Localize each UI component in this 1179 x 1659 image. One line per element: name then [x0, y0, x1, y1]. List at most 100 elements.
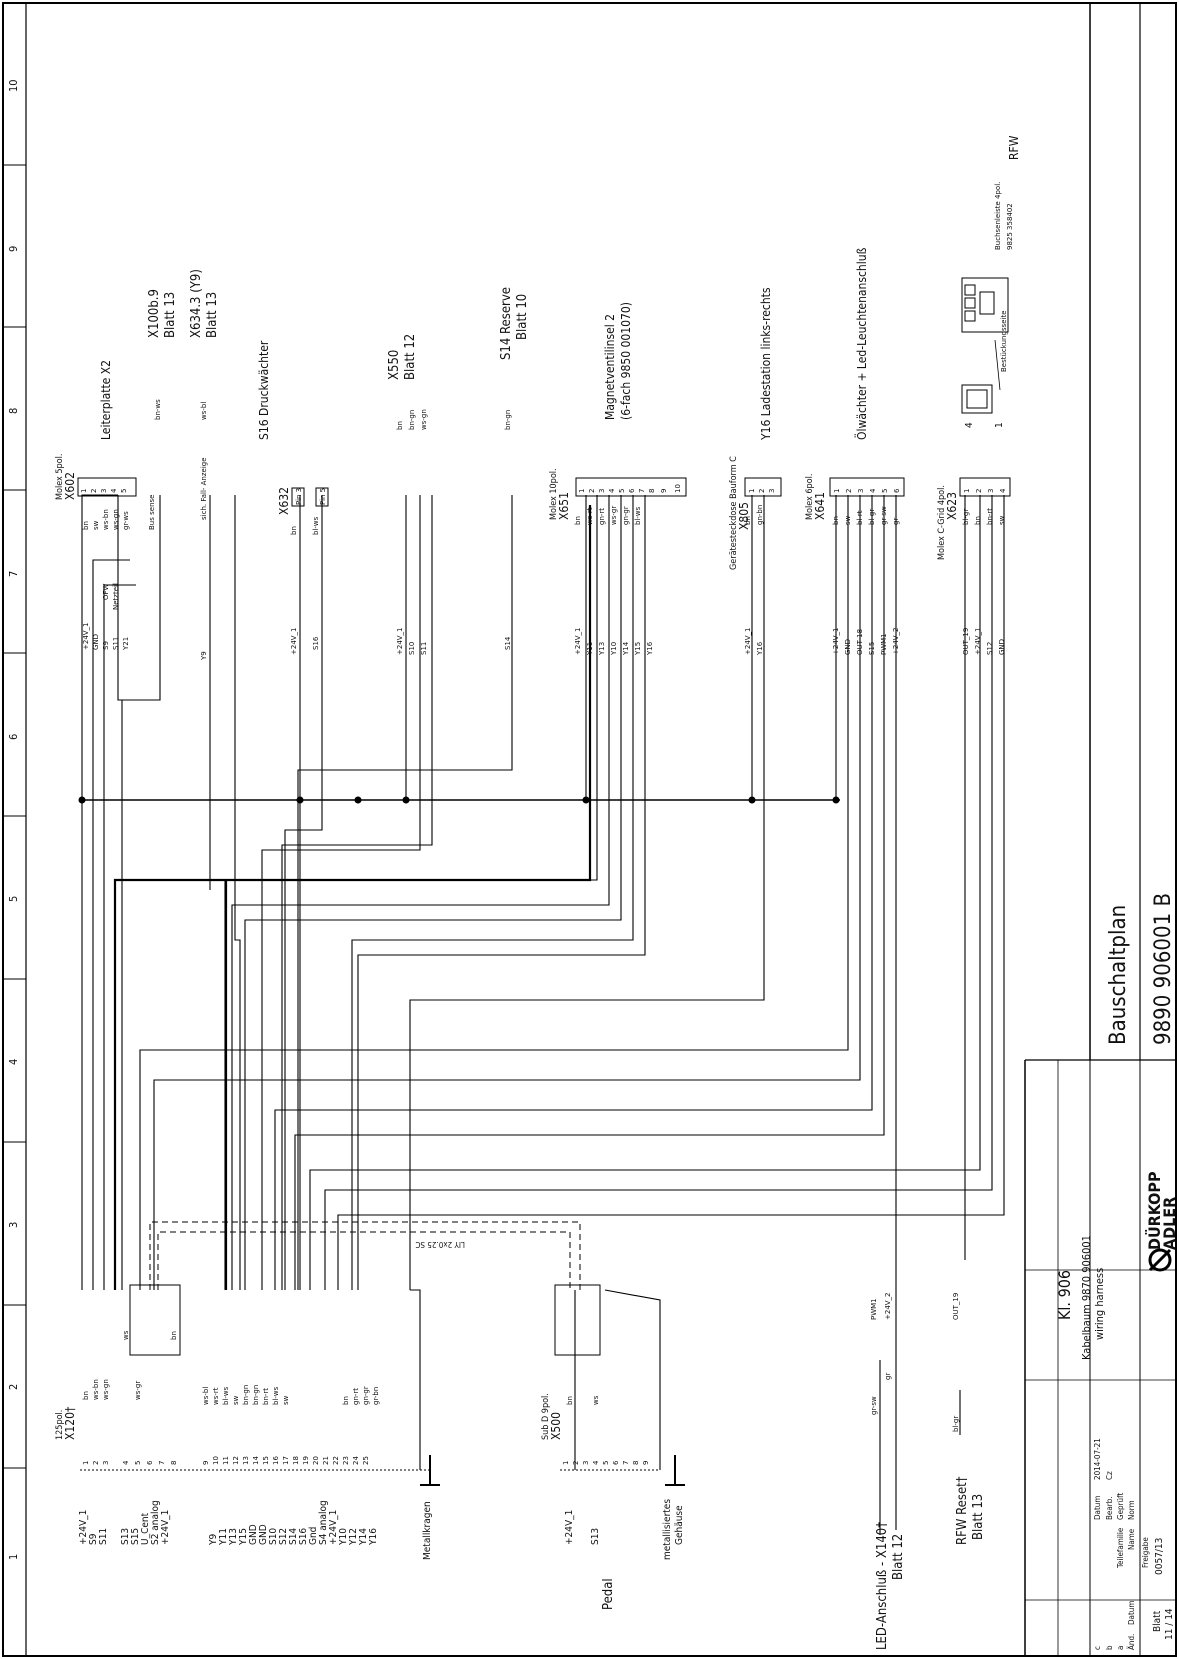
x120-col-12: bn-gn	[252, 1385, 260, 1405]
bearb-label: Bearb.	[1105, 1496, 1114, 1520]
shielded-cable-inner	[157, 1231, 571, 1290]
x651-pin-6: 6	[628, 488, 636, 493]
x805-col-1: bn	[744, 516, 752, 525]
x602-mid-2: Netzteil	[112, 583, 120, 610]
company-logo-icon	[1148, 1248, 1172, 1272]
x805-name: X805	[737, 502, 751, 530]
connector-x632: S16 Druckwächter X632 Pin 3 Pin 5 +24V_1…	[257, 340, 329, 655]
x120-g3-1: Y9	[208, 1534, 219, 1546]
x500-sig-2: S13	[590, 1528, 601, 1545]
x120-g1-3: S11	[98, 1528, 109, 1545]
x140-label: LED-Anschluß - X140†	[875, 1522, 890, 1650]
x120-pin-18: 18	[292, 1456, 300, 1465]
x805-target: Y16 Ladestation links-rechts	[759, 287, 773, 441]
x500-pin-5: 5	[602, 1461, 610, 1465]
x623-col-1: bl-gr	[962, 509, 970, 525]
x120-g2-5: +24V_1	[160, 1510, 171, 1545]
company-line2: ADLER	[1160, 1197, 1179, 1250]
rev-b: b	[1105, 1645, 1114, 1650]
norm-label: Norm	[1127, 1500, 1136, 1520]
rfw-pin4: 4	[964, 422, 975, 428]
x805-sig-2: Y16	[756, 641, 764, 656]
x602-pin-1: 1	[80, 489, 88, 493]
rfw-label: RFW	[1007, 135, 1021, 160]
x120-g3-5: GND	[248, 1524, 259, 1545]
rfw-side: Bestückungsseite	[1000, 310, 1008, 372]
x632-pin-2: Pin 5	[319, 488, 327, 505]
x623-type: Molex C-Grid 4pol.	[937, 485, 947, 560]
x550-col-1: bn	[396, 421, 404, 430]
rfwreset-signal: OUT_19	[952, 1293, 960, 1320]
x602-sig-1: +24V_1	[82, 622, 90, 650]
x634-signal: Y9	[200, 651, 208, 661]
x500-col-2: ws	[592, 1395, 600, 1405]
x651-pin-4: 4	[608, 488, 616, 493]
x634-wire: ws-bl	[200, 402, 208, 420]
x641-col-2: sw	[844, 515, 852, 525]
x632-col-2: bl-ws	[312, 516, 320, 535]
ruler-6: 6	[7, 734, 20, 740]
x602-sig-2: GND	[92, 634, 100, 650]
x641-sig-1: +24V_1	[832, 627, 840, 655]
ruler-3: 3	[7, 1222, 20, 1228]
x641-col-4: bl-gr	[868, 509, 876, 525]
x140-col-1: gr-sw	[870, 1396, 878, 1415]
datum-label: Datum	[1093, 1496, 1102, 1520]
x120-g1-2: S9	[88, 1533, 99, 1545]
rfw-socket: Bestückungsseite Buchsenleiste 4pol. 982…	[961, 135, 1021, 428]
rfwreset-sheet: Blatt 13	[971, 1494, 986, 1540]
doc-type: Bauschaltplan	[1106, 905, 1131, 1045]
x602-bus: Bus sense	[148, 495, 156, 530]
x120-pin-21: 21	[322, 1456, 330, 1465]
x550-sheet: Blatt 12	[403, 334, 418, 380]
connector-rfw-reset: bl-gr OUT_19 RFW Reset† Blatt 13	[952, 1293, 986, 1545]
x140-sheet: Blatt 12	[891, 1534, 906, 1580]
x120-col-15: sw	[282, 1395, 290, 1405]
x500-pin-8: 8	[632, 1461, 640, 1465]
x641-col-1: bn	[832, 516, 840, 525]
x120-g2-3: U_Cent	[140, 1512, 151, 1545]
cable-subtitle: wiring harness	[1093, 1268, 1106, 1340]
connector-x805: Gerätesteckdose Bauform C X805 Y16 Lades…	[729, 287, 782, 656]
x550-sig-1: +24V_1	[396, 627, 404, 655]
x500-pin-6: 6	[612, 1460, 620, 1465]
class-label: Kl. 906	[1055, 1270, 1074, 1320]
x634-func: sich. Fall- Anzeige	[200, 457, 208, 520]
ruler-10: 10	[7, 79, 20, 92]
connector-s14: S14 Reserve Blatt 10 bn-gn S14	[499, 287, 530, 650]
x632-sig-1: +24V_1	[290, 627, 298, 655]
x500-func: Pedal	[601, 1578, 616, 1610]
x120-col-7: ws-bl	[202, 1387, 210, 1405]
x623-pin-1: 1	[963, 489, 971, 493]
x120-pin-8: 8	[170, 1461, 178, 1465]
x140-col-2: gr	[884, 1373, 892, 1380]
connector-x120: 125pol. X120† +24V_1 S9 S11 S13 S15 U_Ce…	[55, 1284, 601, 1560]
x120-g3-17: Y16	[368, 1528, 379, 1546]
x120-pin-12: 12	[232, 1456, 240, 1465]
x641-col-3: bl-rt	[856, 510, 864, 525]
x623-sig-3: S12	[986, 642, 994, 655]
x120-col-4: ws	[122, 1330, 130, 1340]
connector-x634: X634.3 (Y9) Blatt 13 sich. Fall- Anzeige…	[189, 269, 220, 661]
x500-type: Sub D 9pol.	[541, 1393, 551, 1440]
x602-col-4: ws-gn	[112, 509, 120, 530]
x651-pin-5: 5	[618, 489, 626, 493]
x651-col-4: ws-gr	[610, 506, 618, 525]
rfwreset-label: RFW Reset†	[955, 1476, 970, 1545]
x120-g1-1: +24V_1	[78, 1510, 89, 1545]
s14-wire: bn-gn	[504, 410, 512, 430]
x500-pin-2: 2	[572, 1461, 580, 1465]
x641-sig-2: GND	[844, 639, 852, 655]
x602-col-5: gr-ws	[122, 511, 130, 530]
shield-label: LIY 2x0.25 SC	[415, 1240, 465, 1249]
x550-sig-2: S10	[408, 642, 416, 655]
x100-wire: bn-ws	[154, 399, 162, 420]
x632-col-1: bn	[290, 526, 298, 535]
x602-sig-5: Y21	[122, 637, 130, 651]
x120-pin-15: 15	[262, 1456, 270, 1465]
x500-pin-1: 1	[562, 1461, 570, 1465]
x140-sig-2: +24V_2	[884, 1292, 892, 1320]
x120-col-9: bl-ws	[222, 1386, 230, 1405]
x641-pin-4: 4	[869, 488, 877, 493]
